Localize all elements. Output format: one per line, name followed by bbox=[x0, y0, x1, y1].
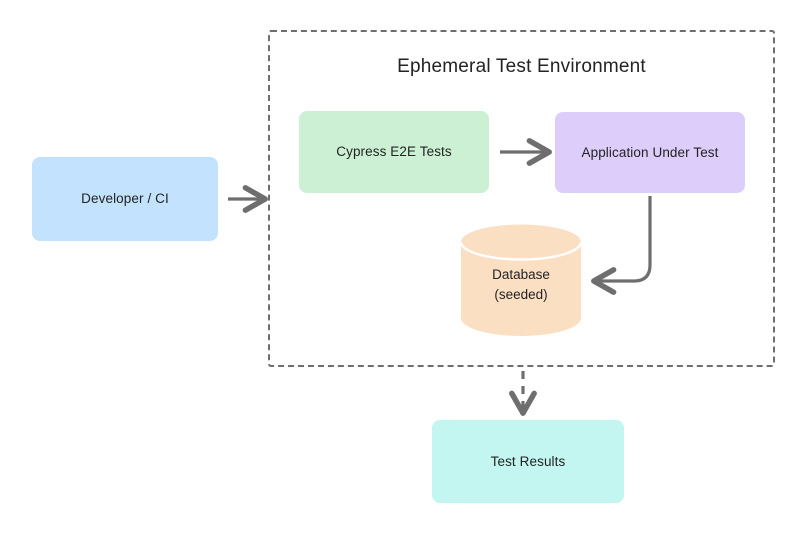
node-database[interactable] bbox=[459, 224, 583, 336]
node-developer-ci[interactable]: Developer / CI bbox=[32, 157, 218, 241]
node-cypress-e2e-tests[interactable]: Cypress E2E Tests bbox=[299, 111, 489, 193]
boundary-title: Ephemeral Test Environment bbox=[397, 56, 646, 77]
node-test-results[interactable]: Test Results bbox=[432, 420, 624, 503]
edge-aut-to-database bbox=[591, 196, 652, 295]
cylinder-shape bbox=[459, 224, 583, 336]
node-database-label: Database (seeded) bbox=[492, 267, 550, 303]
node-application-under-test[interactable]: Application Under Test bbox=[555, 112, 745, 193]
ephemeral-test-environment-boundary bbox=[268, 30, 775, 367]
